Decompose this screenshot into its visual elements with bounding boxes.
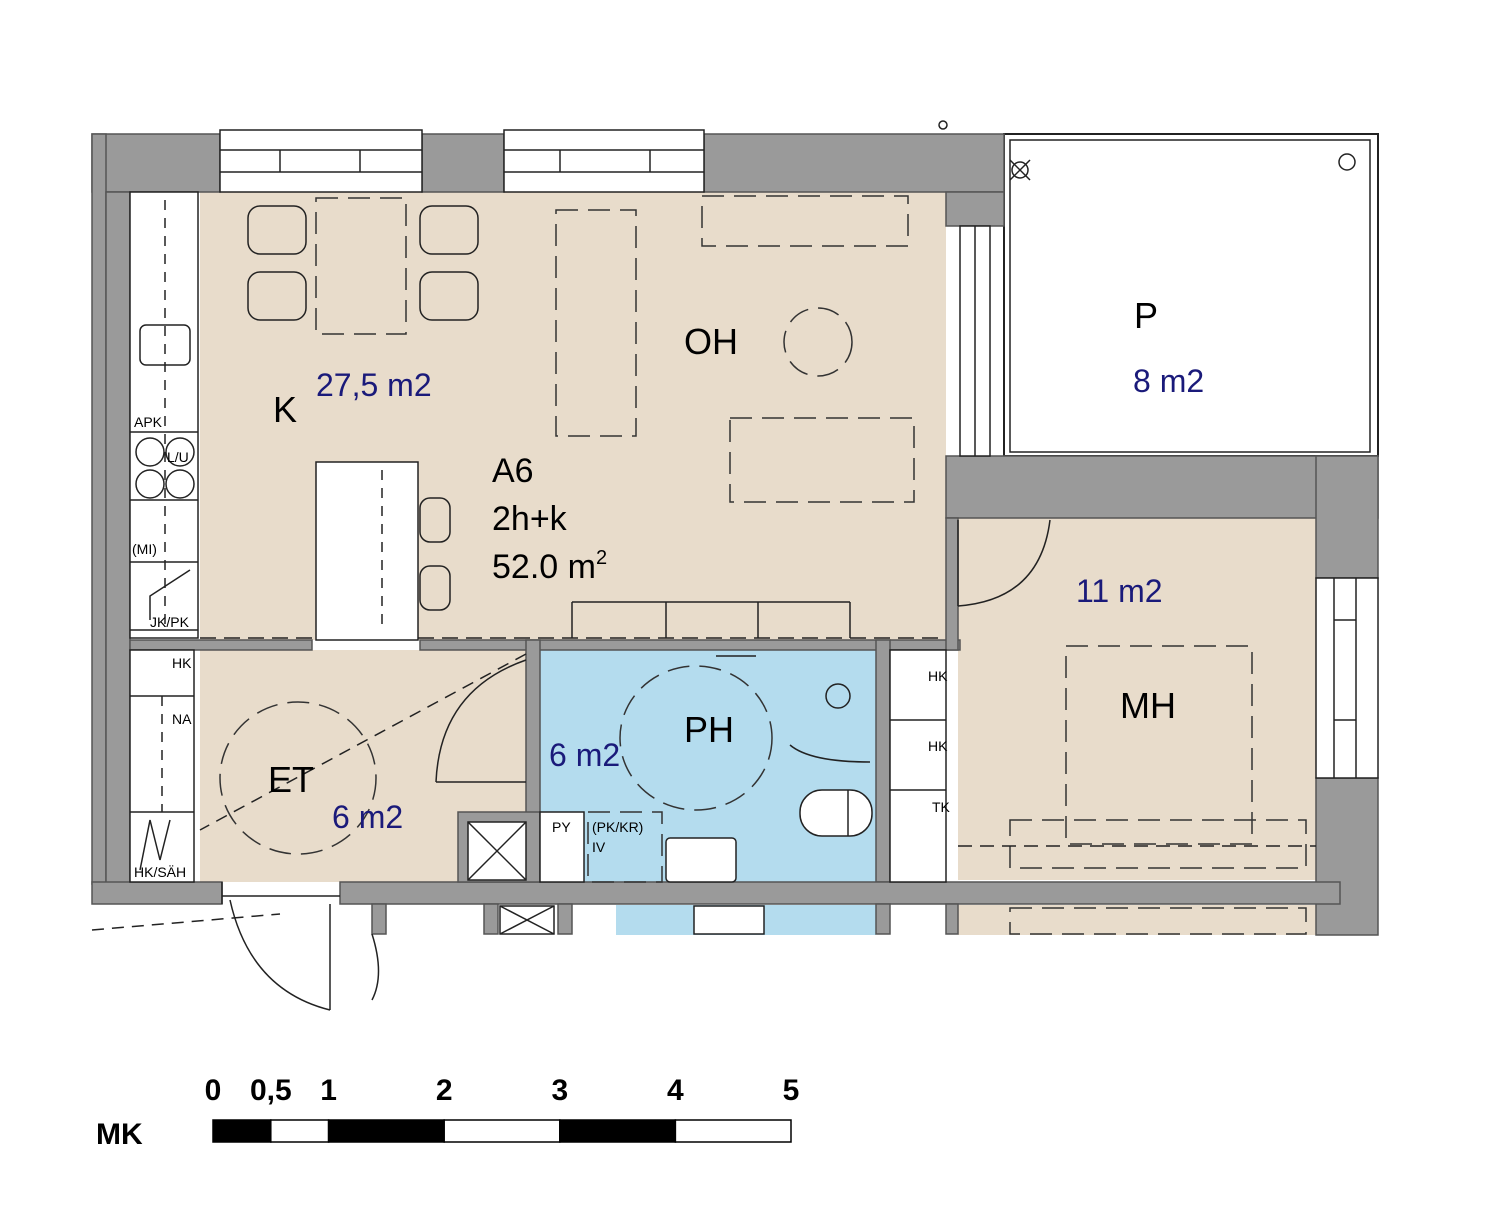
fixture-mi: (MI) — [132, 541, 157, 557]
apartment-type: 2h+k — [492, 500, 568, 538]
toilet-icon — [799, 789, 873, 837]
shower-head-icon — [825, 683, 851, 709]
wall-balcony-bottom — [945, 455, 1379, 519]
walls — [91, 133, 1379, 936]
wall-neighbor-1 — [371, 903, 387, 935]
scale-bar: MK 0 0,5 1 2 3 4 5 — [96, 1074, 799, 1151]
wall-ph-right — [875, 639, 891, 883]
scale-segment — [559, 1119, 677, 1143]
fixture-na: NA — [172, 711, 192, 727]
scale-tick-label: 4 — [667, 1074, 684, 1107]
living-furniture — [555, 195, 915, 638]
scale-segment — [327, 1119, 445, 1143]
fixture-hk-3: HK — [928, 738, 948, 754]
wall-neighbor-3 — [557, 903, 573, 935]
room-area-et: 6 m2 — [332, 799, 403, 835]
wall-right-of-living — [945, 191, 1005, 227]
window-right — [1315, 577, 1379, 779]
wall-kitchen-bottom — [129, 639, 313, 651]
sink-icon — [139, 324, 191, 366]
scale-tick-label: 0 — [205, 1074, 222, 1107]
room-label-et: ET — [268, 759, 314, 800]
labels: K 27,5 m2 OH A6 2h+k 52.0 m2 P 8 m2 11 m… — [132, 295, 1204, 880]
room-area-p: 8 m2 — [1133, 363, 1204, 399]
door-swings — [91, 519, 1051, 1011]
stove-burner-icon — [135, 437, 165, 467]
fixture-jkpk: JK/PK — [150, 614, 190, 630]
fixture-pkkr: (PK/KR) — [592, 819, 643, 835]
wall-neighbor-2 — [483, 903, 499, 935]
room-area-ph: 6 m2 — [549, 737, 620, 773]
fixture-tk: TK — [932, 799, 951, 815]
fixture-apk: APK — [134, 414, 163, 430]
scale-ticks: 0 0,5 1 2 3 4 5 — [205, 1074, 800, 1107]
kitchen-counter — [129, 191, 199, 639]
washbasin-icon — [665, 837, 737, 883]
bathroom-fixtures — [539, 655, 873, 883]
window-top-1 — [219, 129, 423, 193]
scale-segment — [443, 1119, 561, 1143]
scale-segment — [674, 1119, 792, 1143]
apartment-id: A6 — [492, 452, 534, 490]
scale-segment — [270, 1119, 330, 1143]
neighbor-details — [499, 905, 1307, 935]
scale-tick-label: 2 — [436, 1074, 453, 1107]
bedroom-furniture — [889, 645, 1316, 883]
apartment-area: 52.0 m2 — [492, 547, 607, 586]
wall-left-outer — [91, 133, 107, 885]
fixture-iv: IV — [592, 839, 606, 855]
wall-top-right — [703, 133, 1005, 193]
wall-bottom-left — [91, 881, 223, 905]
bedroom-floor — [958, 518, 1316, 880]
balcony-details — [938, 120, 1371, 453]
wall-neighbor-5 — [945, 903, 959, 935]
room-area-k: 27,5 m2 — [316, 367, 432, 403]
scale-tick-label: 3 — [551, 1074, 568, 1107]
fixture-lu: L/U — [167, 449, 189, 465]
neighbor-floor — [958, 905, 1316, 935]
scale-tick-label: 0,5 — [250, 1074, 292, 1107]
scale-segments — [212, 1119, 792, 1143]
window-top-2 — [503, 129, 705, 193]
scale-segment — [212, 1119, 272, 1143]
fixture-hk-1: HK — [172, 655, 192, 671]
room-label-ph: PH — [684, 709, 734, 750]
wall-top-mid — [421, 133, 505, 193]
wall-right-lower — [1315, 777, 1379, 936]
wall-mh-left — [945, 517, 959, 651]
room-label-mh: MH — [1120, 685, 1176, 726]
dining-set — [247, 197, 479, 335]
balcony-floor — [1003, 133, 1379, 457]
wall-neighbor-4 — [875, 903, 891, 935]
wall-bottom-mid — [339, 881, 1341, 905]
fixture-hk-2: HK — [928, 668, 948, 684]
wall-right-upper — [1315, 455, 1379, 579]
scale-label: MK — [96, 1118, 143, 1151]
fixture-hksah: HK/SÄH — [134, 864, 186, 880]
room-label-p: P — [1134, 295, 1158, 336]
wall-top-left — [91, 133, 221, 193]
wall-kitchen-bottom-2 — [419, 639, 961, 651]
fixture-py: PY — [552, 819, 571, 835]
windows — [219, 129, 1379, 779]
wall-left-inner — [105, 191, 131, 885]
kitchen-island — [200, 461, 946, 641]
entrance-details — [129, 649, 527, 883]
room-label-oh: OH — [684, 321, 738, 362]
room-label-k: K — [273, 389, 297, 430]
scale-tick-label: 1 — [320, 1074, 337, 1107]
scale-tick-label: 5 — [783, 1074, 800, 1107]
room-area-mh: 11 m2 — [1076, 573, 1163, 609]
